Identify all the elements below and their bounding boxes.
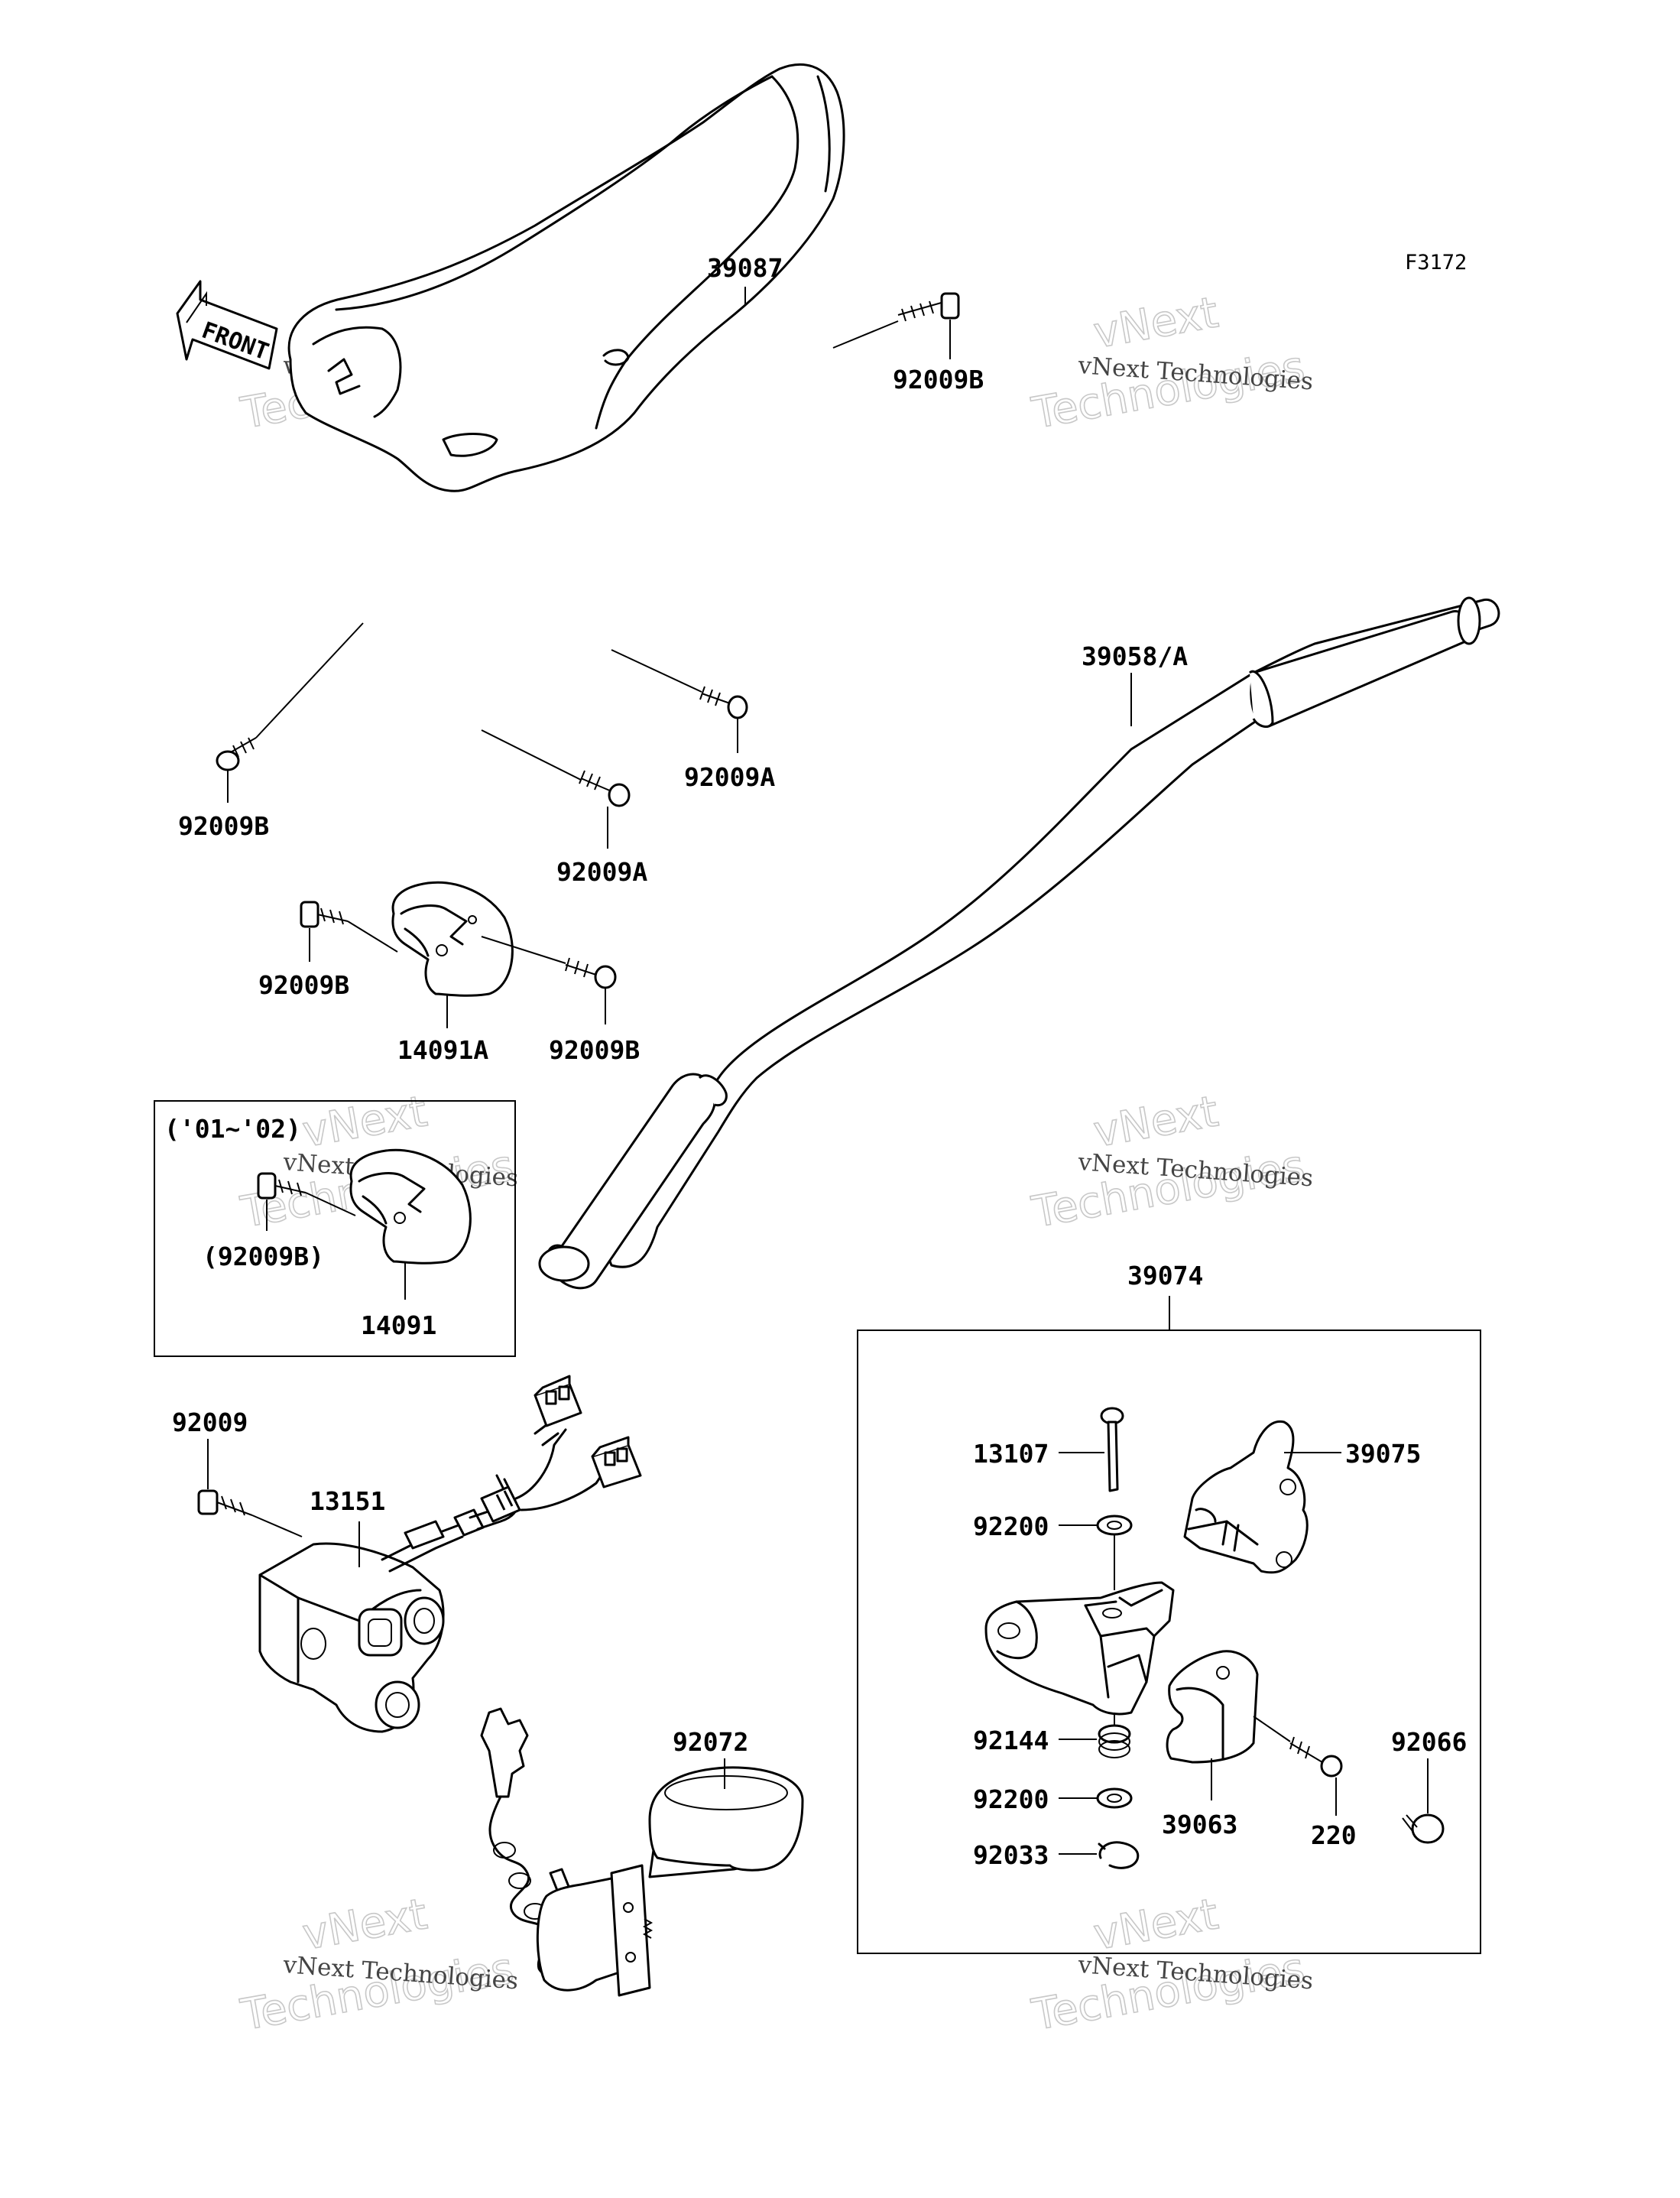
label-92009b-top: 92009B [893, 365, 984, 394]
screw-92009 [197, 1489, 253, 1516]
screw-92009b-left [216, 737, 257, 771]
label-92200-lower: 92200 [973, 1784, 1049, 1814]
watermark-vnext: vNext [299, 1889, 430, 1959]
label-92009a-lower: 92009A [556, 857, 647, 887]
pin-13107 [1100, 1407, 1124, 1492]
label-92009b-left: 92009B [178, 811, 269, 841]
handle-pad [287, 63, 845, 492]
washer-92200-upper [1096, 1515, 1133, 1536]
label-14091a: 14091A [397, 1035, 488, 1065]
label-92009b-mid-left: 92009B [258, 970, 349, 1000]
label-13151: 13151 [310, 1486, 385, 1516]
switch-cover-14091a [391, 881, 514, 997]
throttle-case [984, 1581, 1175, 1716]
label-92200-upper: 92200 [973, 1511, 1049, 1541]
label-92009b-inset: (92009B) [203, 1242, 324, 1271]
inset-note: ('01~'02) [164, 1114, 301, 1144]
screw-220 [1289, 1736, 1343, 1778]
watermark-vnext: vNext [299, 1086, 430, 1157]
leader-92009a-lower-pad [481, 729, 582, 781]
watermark-vnext: vNext [1090, 1889, 1221, 1959]
watermark-bottom-left: vNext Technologies vNext Technologies [236, 1889, 519, 2041]
label-39075: 39075 [1345, 1439, 1421, 1469]
inset-box [154, 1100, 516, 1357]
leader-92009b-mid-right-part [481, 936, 566, 964]
spring-92144 [1098, 1724, 1131, 1758]
label-92009: 92009 [172, 1407, 248, 1437]
label-92033: 92033 [973, 1840, 1049, 1870]
switch-assembly-13151 [258, 1542, 445, 1733]
lever-39075 [1183, 1420, 1309, 1574]
leader-92009a-upper-pad [611, 649, 702, 693]
screw-92009a-upper [699, 686, 748, 719]
clip-92033 [1098, 1841, 1140, 1869]
screw-92009b-top [897, 292, 960, 322]
label-14091: 14091 [361, 1310, 436, 1340]
lanyard-clamp-92072 [480, 1707, 804, 1997]
label-13107: 13107 [973, 1439, 1049, 1469]
leader-92009b-left-pad [255, 622, 364, 739]
label-92066: 92066 [1391, 1727, 1467, 1757]
throttle-box [857, 1330, 1481, 1954]
watermark-vnext: vNext [1090, 1086, 1221, 1157]
label-92009a-upper: 92009A [684, 762, 775, 792]
label-39058a: 39058/A [1082, 641, 1188, 671]
leader-92009-part [251, 1515, 303, 1537]
switch-cover-14091 [349, 1148, 472, 1265]
label-39074: 39074 [1127, 1261, 1203, 1291]
leader-92009b-top-pad [832, 320, 899, 349]
label-39087: 39087 [707, 253, 783, 283]
watermark-vnext: vNext [1090, 287, 1221, 358]
screw-92009b-mid-right [565, 957, 617, 989]
cap-92066 [1402, 1813, 1445, 1844]
screw-92009b-mid-left [300, 901, 349, 928]
label-39063: 39063 [1162, 1810, 1237, 1839]
watermark-mid-right: vNext Technologies vNext Technologies [1027, 1086, 1314, 1239]
handlebar [538, 596, 1500, 1290]
label-220: 220 [1311, 1820, 1357, 1850]
wire-harness [381, 1375, 642, 1573]
leader-92009b-mid-left-part [347, 920, 398, 953]
figure-code: F3172 [1405, 251, 1467, 274]
leader-220-part [1253, 1716, 1291, 1742]
label-92144: 92144 [973, 1726, 1049, 1755]
screw-92009a-lower [579, 770, 631, 807]
watermark-bottom-right: vNext Technologies vNext Technologies [1027, 1889, 1314, 2041]
label-92072: 92072 [673, 1727, 748, 1757]
screw-92009b-inset [257, 1172, 306, 1200]
cover-39063 [1166, 1650, 1259, 1764]
washer-92200-lower [1096, 1787, 1133, 1809]
watermark-top-right: vNext Technologies vNext Technologies [1027, 287, 1314, 440]
front-arrow-icon: FRONT [176, 280, 278, 370]
leader-92009b-inset-part [305, 1192, 356, 1216]
label-92009b-mid-right: 92009B [549, 1035, 640, 1065]
